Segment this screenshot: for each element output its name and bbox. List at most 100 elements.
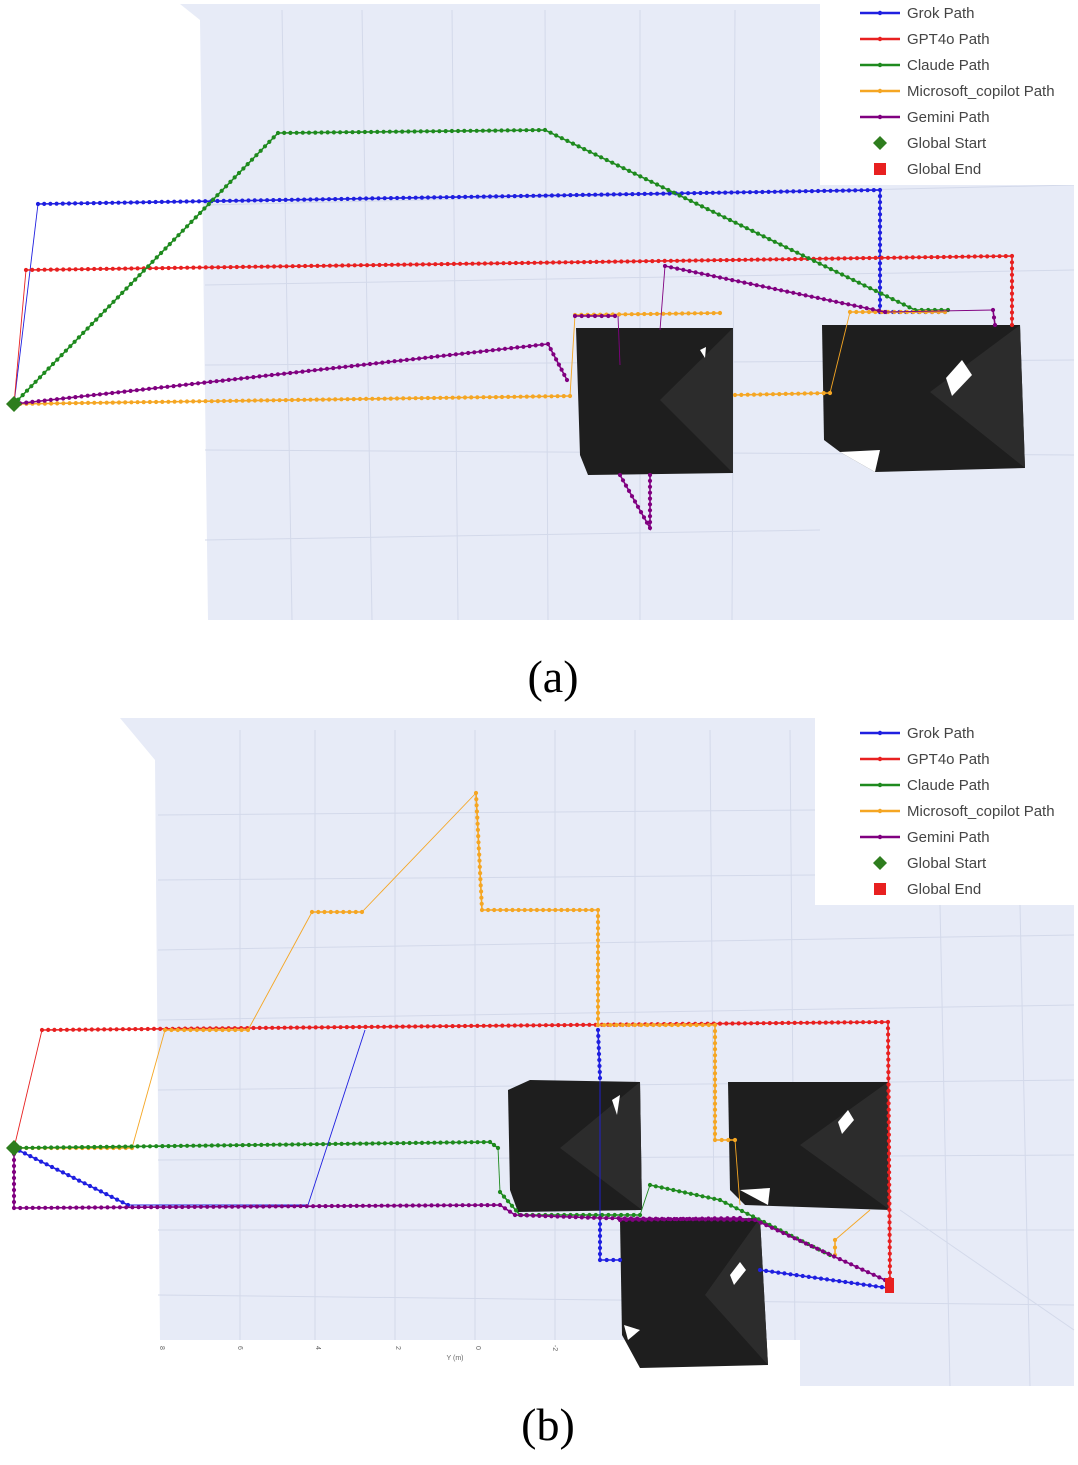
panel-a-microsoft-copilot-path-point (543, 394, 548, 399)
panel-a-claude-path-point (565, 138, 570, 143)
panel-a-gpt4o-path-point (916, 255, 922, 260)
panel-b-legend-label: Gemini Path (907, 829, 990, 846)
panel-a-grok-path-point (401, 195, 406, 200)
panel-b-series-gemini-path (11, 1145, 888, 1283)
panel-a-gemini-path-point (257, 374, 262, 379)
panel-a-gemini-path-point (834, 299, 839, 304)
panel-b-grok-path-point (596, 1039, 601, 1045)
panel-a-gpt4o-path-point (61, 267, 66, 272)
panel-b-gemini-path-point (441, 1203, 446, 1208)
panel-a-grok-path-point (877, 206, 883, 211)
panel-b-claude-path-point (271, 1142, 276, 1147)
panel-b-gemini-path-point (217, 1204, 222, 1209)
panel-a-legend-item[interactable]: Gemini Path (860, 109, 990, 126)
panel-b-legend-item[interactable]: Global Start (873, 855, 987, 872)
panel-b-grok-path-segment (307, 1029, 366, 1206)
panel-a-legend-item[interactable]: Claude Path (860, 57, 990, 74)
panel-a-microsoft-copilot-path-point (866, 309, 872, 315)
panel-a-gemini-path-point (472, 350, 477, 355)
panel-b-microsoft-copilot-path-point (201, 1027, 206, 1033)
panel-a-grok-path-point (877, 297, 883, 302)
panel-a-legend-item[interactable]: Microsoft_copilot Path (860, 83, 1055, 100)
panel-b-grok-path-point (604, 1257, 609, 1263)
panel-b-gemini-path-point (367, 1203, 372, 1208)
panel-b-legend-item[interactable]: Gemini Path (860, 829, 990, 846)
panel-a-microsoft-copilot-path-point (783, 391, 788, 396)
panel-a-claude-path-point (536, 128, 541, 133)
panel-b-gpt4o-path-point (879, 1020, 884, 1025)
panel-a-grok-path-point (624, 192, 629, 197)
panel-a-gpt4o-path-point (588, 259, 593, 265)
panel-a-gpt4o-path-point (36, 267, 41, 272)
panel-a-claude-path-point (89, 321, 94, 327)
panel-a-legend-item[interactable]: Global Start (873, 135, 987, 152)
panel-a-microsoft-copilot-path-point (73, 401, 78, 406)
panel-a-gemini-path-point (263, 373, 268, 378)
panel-a-claude-path-point (189, 219, 194, 224)
panel-a-gemini-path-point (48, 397, 53, 402)
panel-a-microsoft-copilot-path-point (42, 401, 48, 406)
panel-b-microsoft-copilot-path-point (712, 1101, 718, 1106)
panel-b-y-axis-title: Y (m) (447, 1355, 464, 1362)
panel-b-gemini-path-point (404, 1203, 409, 1208)
panel-b-claude-path-point (24, 1145, 29, 1150)
panel-b-claude-path-point (491, 1142, 497, 1148)
panel-b-legend-item[interactable]: Microsoft_copilot Path (860, 803, 1055, 820)
panel-b-gemini-path-point (454, 1203, 459, 1208)
panel-a-gemini-path-point (165, 384, 170, 389)
panel-a-grok-path-point (667, 191, 672, 196)
panel-a-gpt4o-path-point (1009, 260, 1015, 265)
panel-a-claude-path-point (456, 128, 461, 134)
panel-a-microsoft-copilot-path-point (265, 398, 270, 403)
panel-a-legend-item[interactable]: Global End (874, 161, 981, 178)
panel-a-gemini-path-point (337, 365, 342, 370)
panel-a-gpt4o-path-point (365, 263, 370, 268)
panel-a-gemini-path-point (453, 352, 458, 357)
panel-a-gemini-path-point (647, 490, 653, 495)
panel-b-gemini-path-point (11, 1199, 17, 1205)
panel-a-legend-label: Global Start (907, 135, 987, 152)
panel-a-gpt4o-path-point (48, 267, 53, 272)
panel-b-legend-item[interactable]: Global End (874, 881, 981, 898)
panel-b-legend-item[interactable]: GPT4o Path (860, 751, 990, 768)
panel-a-legend-item[interactable]: GPT4o Path (860, 31, 990, 48)
panel-a-grok-path-point (617, 192, 623, 197)
panel-a-legend-item[interactable]: Grok Path (860, 5, 975, 22)
panel-a-gemini-path-point (226, 377, 231, 382)
panel-a-grok-path-point (73, 201, 78, 206)
panel-b-gpt4o-path-point (886, 1044, 891, 1050)
panel-b-gemini-path-point (11, 1157, 17, 1163)
panel-a-claude-path-point (275, 130, 281, 136)
panel-b-microsoft-copilot-path-point (478, 877, 483, 882)
panel-a-microsoft-copilot-path-point (549, 394, 554, 399)
panel-a-microsoft-copilot-path-point (184, 399, 190, 404)
panel-a-microsoft-copilot-path-segment (569, 314, 576, 397)
panel-a-gpt4o-path-point (799, 256, 804, 262)
panel-a-claude-path-point (739, 223, 744, 228)
panel-b-legend-item[interactable]: Grok Path (860, 725, 975, 742)
panel-b-gpt4o-path-point (885, 1026, 891, 1031)
panel-b-gpt4o-path-point (133, 1027, 138, 1032)
panel-a-grok-path-point (97, 200, 102, 206)
panel-a-gpt4o-path-point (923, 255, 928, 260)
panel-a-microsoft-copilot-path-point (530, 394, 536, 399)
panel-a-grok-path-point (48, 201, 53, 206)
panel-a-gpt4o-path-point (321, 263, 326, 268)
panel-b-claude-path-point (487, 1139, 493, 1145)
panel-a-gpt4o-path-point (116, 266, 122, 271)
panel-a-gemini-path-point (675, 266, 680, 271)
panel-a-gpt4o-path-point (600, 259, 605, 264)
panel-a-gemini-path-point (647, 508, 653, 513)
panel-b-claude-path-point (750, 1214, 756, 1219)
panel-b-gpt4o-path-point (52, 1027, 57, 1032)
panel-b-claude-path-point (259, 1142, 264, 1147)
panel-a-gemini-path-point (539, 342, 545, 347)
panel-a-gpt4o-path-point (340, 263, 345, 268)
panel-b-legend-item[interactable]: Claude Path (860, 777, 990, 794)
panel-a-microsoft-copilot-path-point (438, 395, 443, 400)
panel-a-microsoft-copilot-path-point (673, 311, 679, 316)
panel-a-claude-path-point (705, 207, 710, 212)
panel-a-claude-path-point (699, 204, 705, 209)
panel-a-microsoft-copilot-path-point (796, 391, 801, 396)
panel-b-gemini-path-point (497, 1202, 503, 1208)
